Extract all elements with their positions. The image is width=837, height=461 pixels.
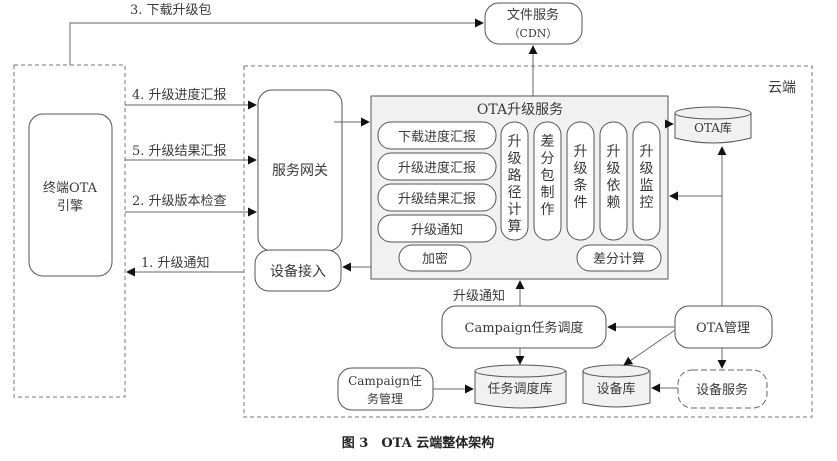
item-upgrade-condition[interactable] bbox=[566, 121, 595, 241]
internal-notify-label: 升级通知 bbox=[453, 288, 505, 304]
terminal-region bbox=[13, 64, 126, 398]
item-upgrade-condition-char: 级 bbox=[574, 161, 588, 177]
flow-upgrade-notify-label: 1. 升级通知 bbox=[141, 255, 210, 271]
campaign-manager-label-1: Campaign任 bbox=[348, 374, 422, 388]
item-upgrade-result-report-label: 升级结果汇报 bbox=[398, 192, 476, 207]
item-upgrade-monitor-char: 控 bbox=[640, 195, 654, 211]
item-upgrade-monitor-char: 级 bbox=[640, 161, 654, 177]
item-upgrade-result-report[interactable] bbox=[377, 183, 497, 212]
item-upgrade-path-calc-char: 计 bbox=[508, 202, 522, 218]
item-diff-package-make-char: 包 bbox=[541, 168, 555, 184]
item-upgrade-dependency-char: 级 bbox=[607, 161, 621, 177]
item-encrypt-label: 加密 bbox=[422, 251, 448, 267]
item-upgrade-dependency-char: 升 bbox=[607, 144, 621, 160]
item-upgrade-dependency-char: 赖 bbox=[607, 195, 621, 211]
ota-upgrade-service-title: OTA升级服务 bbox=[477, 102, 563, 118]
item-diff-package-make-char: 差 bbox=[541, 134, 555, 150]
item-download-progress-report-label: 下载进度汇报 bbox=[398, 129, 476, 145]
left-items: 下载进度汇报 升级进度汇报 升级结果汇报 升级通知 bbox=[377, 121, 497, 243]
item-upgrade-path-calc[interactable] bbox=[500, 121, 529, 241]
item-diff-package-make-char: 制 bbox=[541, 185, 555, 201]
item-upgrade-condition-char: 升 bbox=[574, 144, 588, 160]
campaign-scheduler[interactable] bbox=[441, 305, 607, 349]
cloud-region bbox=[243, 65, 813, 418]
item-upgrade-path-calc-char: 升 bbox=[508, 134, 522, 150]
item-upgrade-dependency-char: 依 bbox=[607, 178, 621, 194]
item-download-progress-report[interactable] bbox=[377, 121, 497, 150]
file-service-label: 文件服务 bbox=[507, 7, 559, 23]
service-gateway-label: 服务网关 bbox=[272, 163, 328, 179]
item-upgrade-path-calc-char: 级 bbox=[508, 151, 522, 167]
device-service[interactable] bbox=[677, 369, 768, 409]
item-upgrade-condition-char: 条 bbox=[574, 177, 588, 194]
flow-version-check-label: 2. 升级版本检查 bbox=[132, 194, 227, 209]
task-db-label: 任务调度库 bbox=[487, 381, 552, 397]
item-upgrade-path-calc-char: 算 bbox=[508, 219, 522, 235]
figure-caption: 图 3 OTA 云端整体架构 bbox=[342, 435, 494, 451]
item-upgrade-monitor[interactable] bbox=[632, 121, 661, 241]
item-upgrade-notify[interactable] bbox=[377, 214, 497, 243]
item-encrypt[interactable] bbox=[398, 244, 472, 272]
ota-db[interactable]: OTA库 bbox=[674, 106, 752, 144]
otamgmt-to-devicedb-arrow bbox=[623, 329, 676, 366]
item-upgrade-path-calc-char: 路 bbox=[508, 168, 522, 184]
ota-db-label: OTA库 bbox=[694, 120, 732, 135]
cdn-label: （CDN） bbox=[509, 27, 558, 40]
ota-management-label: OTA管理 bbox=[696, 321, 750, 336]
item-diff-package-make-char: 作 bbox=[541, 202, 555, 218]
device-access-label: 设备接入 bbox=[270, 263, 326, 280]
terminal-ota-engine[interactable] bbox=[28, 113, 113, 277]
item-diff-package-make-char: 分 bbox=[541, 151, 555, 167]
campaign-manager-label-2: 务管理 bbox=[367, 391, 403, 406]
file-service-cdn[interactable] bbox=[484, 2, 583, 45]
item-diff-calc[interactable] bbox=[576, 244, 662, 272]
item-upgrade-condition-char: 件 bbox=[574, 195, 588, 211]
device-access[interactable] bbox=[254, 249, 342, 292]
item-upgrade-progress-report[interactable] bbox=[377, 152, 497, 181]
item-upgrade-progress-report-label: 升级进度汇报 bbox=[398, 160, 476, 176]
item-upgrade-monitor-char: 升 bbox=[640, 144, 654, 160]
item-diff-package-make[interactable] bbox=[533, 121, 562, 241]
device-db-label: 设备库 bbox=[596, 381, 635, 397]
terminal-engine-label-2: 引擎 bbox=[57, 199, 83, 214]
flow-download-package-label: 3. 下载升级包 bbox=[130, 3, 212, 18]
device-service-label: 设备服务 bbox=[696, 382, 748, 398]
task-db[interactable]: 任务调度库 bbox=[474, 364, 567, 409]
flow-progress-report-label: 4. 升级进度汇报 bbox=[132, 87, 227, 103]
campaign-scheduler-label: Campaign任务调度 bbox=[465, 320, 584, 336]
item-upgrade-notify-label: 升级通知 bbox=[411, 222, 463, 238]
item-diff-calc-label: 差分计算 bbox=[593, 252, 645, 267]
flow-download-package-arrow bbox=[69, 18, 484, 65]
terminal-engine-label-1: 终端OTA bbox=[43, 180, 98, 196]
item-upgrade-monitor-char: 监 bbox=[640, 178, 654, 194]
cloud-region-label: 云端 bbox=[768, 80, 796, 96]
item-upgrade-path-calc-char: 径 bbox=[508, 185, 522, 201]
device-db[interactable]: 设备库 bbox=[582, 364, 651, 408]
item-upgrade-dependency[interactable] bbox=[599, 121, 628, 241]
flow-result-report-label: 5. 升级结果汇报 bbox=[132, 144, 227, 159]
